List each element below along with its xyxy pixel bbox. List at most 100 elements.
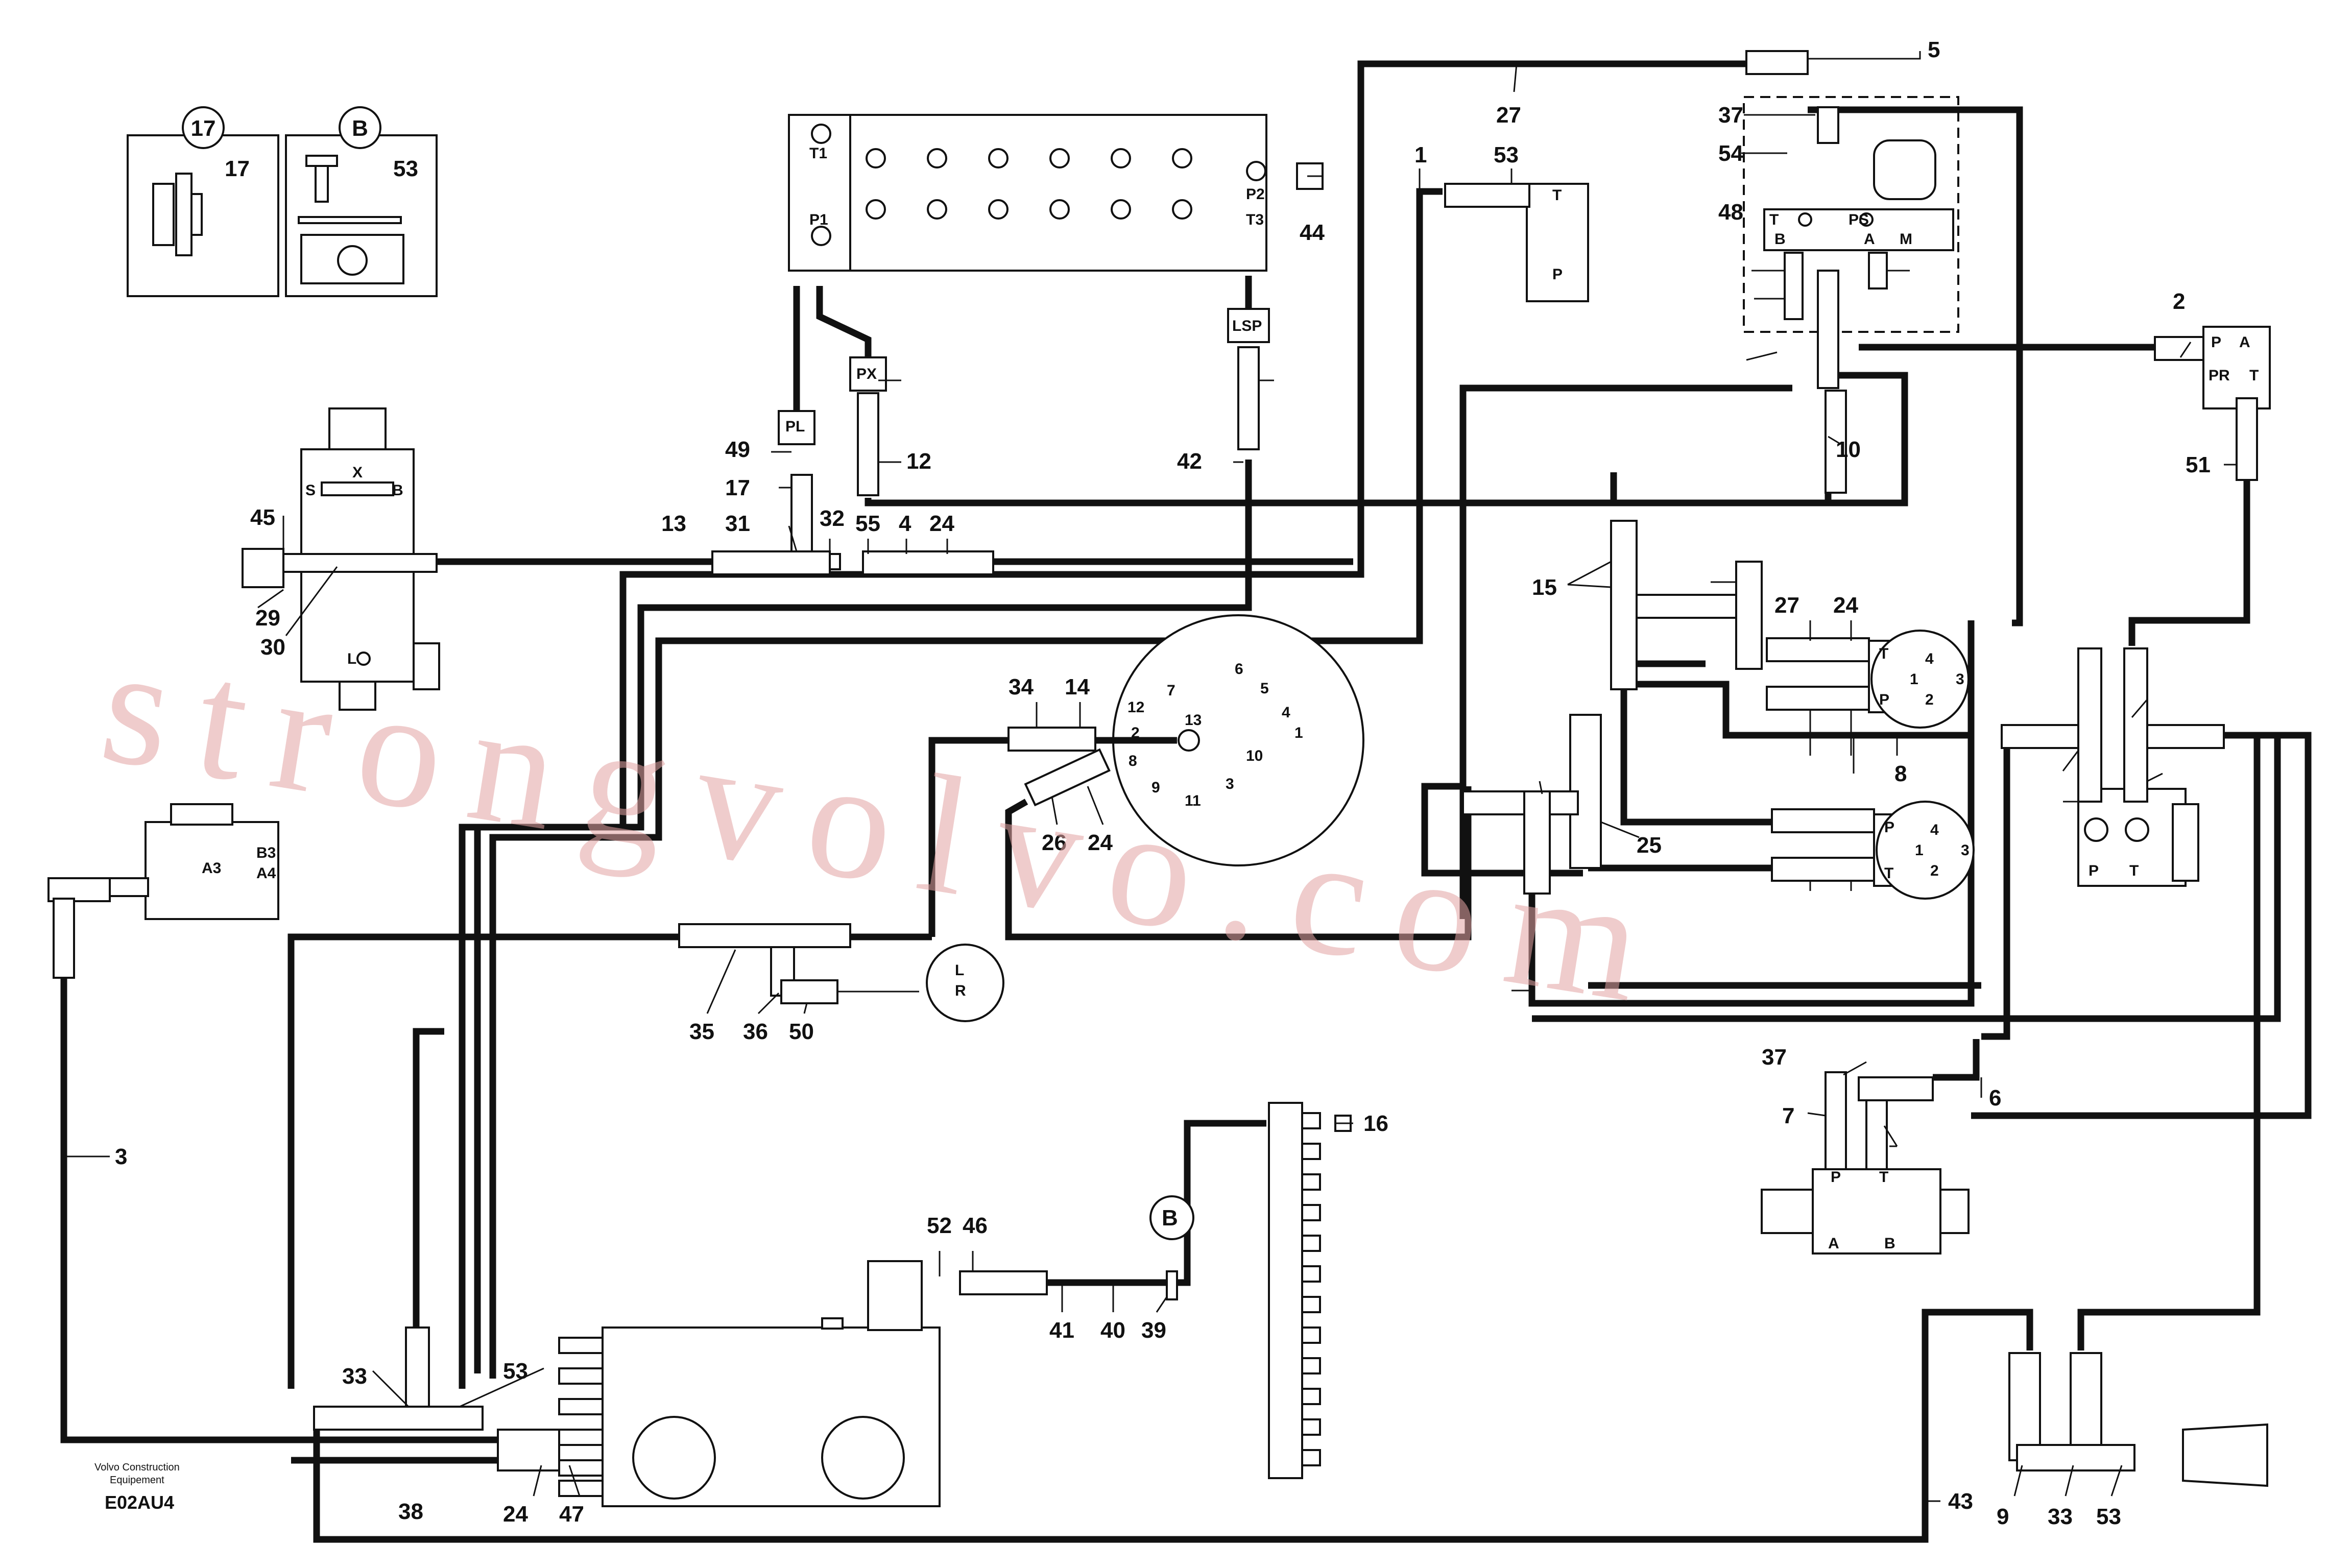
- line-12: [865, 465, 1832, 506]
- fitting-26-24: [1024, 748, 1111, 807]
- port-b: B: [392, 482, 403, 499]
- dial-9: 9: [1151, 779, 1160, 796]
- label-42: 42: [1177, 449, 1202, 474]
- label-33: 33: [342, 1364, 367, 1389]
- line-43b: [2077, 735, 2261, 1350]
- label-54: 54: [1718, 141, 1743, 166]
- gauge1-num-1: 1: [1910, 671, 1918, 688]
- label-36: 36: [743, 1019, 768, 1044]
- port-p-right: P: [2089, 862, 2099, 879]
- port-p1: P1: [809, 211, 828, 228]
- label-16: 16: [1363, 1111, 1388, 1136]
- dial-1: 1: [1294, 725, 1303, 741]
- port-pr: PR: [2209, 367, 2230, 384]
- callout-labels: 5 27 1 53 44 13 49 17 31 32 55 4 24 12 4…: [115, 37, 2211, 1529]
- port-m: M: [1900, 231, 1912, 248]
- label-43: 43: [1948, 1489, 1973, 1514]
- label-10: 10: [1836, 437, 1861, 462]
- gauge-fitting-1: [1766, 637, 1870, 662]
- fitting-33-vert: [405, 1326, 430, 1408]
- port-t-gauge2: T: [1884, 865, 1893, 882]
- diagram-code: E02AU4: [105, 1492, 174, 1513]
- port-b-block: B: [1774, 231, 1786, 248]
- valve-a3: [47, 803, 279, 979]
- port-x: X: [352, 464, 363, 481]
- label-50: 50: [789, 1019, 814, 1044]
- fitting-55-4-24: [862, 550, 994, 575]
- line-27: [459, 60, 1757, 1389]
- dial-13: 13: [1185, 712, 1202, 729]
- port-s: S: [305, 482, 316, 499]
- port-p2: P2: [1246, 186, 1265, 203]
- label-35: 35: [689, 1019, 714, 1044]
- dial-10: 10: [1246, 747, 1263, 764]
- label-53-c: 53: [2096, 1504, 2121, 1529]
- gauge1-num-3: 3: [1956, 671, 1964, 688]
- line-right-column: [1808, 106, 2023, 626]
- label-3: 3: [115, 1144, 127, 1169]
- label-48: 48: [1718, 200, 1743, 225]
- port-ps: PS: [1849, 211, 1869, 228]
- fitting-53-top: [1444, 183, 1530, 208]
- terminal-strip: [1268, 1102, 1321, 1479]
- dial-4: 4: [1282, 704, 1290, 721]
- label-1: 1: [1414, 142, 1427, 167]
- port-l-gauge: L: [955, 962, 964, 979]
- dial-center: [1178, 729, 1200, 752]
- label-47: 47: [559, 1502, 584, 1527]
- fitting-12: [857, 392, 879, 496]
- port-b-bottom: B: [1884, 1235, 1895, 1252]
- label-27: 27: [1496, 103, 1521, 128]
- detail-labels: 17 53: [225, 156, 418, 181]
- top-manifold: [788, 114, 1267, 272]
- bottom-block: [558, 1260, 941, 1507]
- line-3: [60, 978, 498, 1443]
- detail-b: B: [285, 106, 438, 297]
- dial-11: 11: [1185, 792, 1201, 809]
- port-t-gauge1: T: [1879, 645, 1888, 662]
- fitting-39: [1166, 1270, 1178, 1300]
- port-t1: T1: [809, 145, 827, 162]
- label-17: 17: [725, 475, 750, 500]
- line-gauge3: [1620, 684, 1772, 826]
- label-24-d: 24: [1088, 830, 1113, 855]
- line-15-mid: [1459, 384, 1792, 919]
- port-r-gauge: R: [955, 982, 966, 999]
- tee-33-53: [313, 1406, 484, 1431]
- line-gauge2: [1626, 681, 1971, 739]
- fitting-34-14: [1007, 727, 1096, 752]
- label-39: 39: [1141, 1318, 1166, 1343]
- watermark: strongvolvo.com: [91, 610, 1682, 1042]
- label-49: 49: [725, 437, 750, 462]
- px-line: [816, 286, 872, 357]
- valve-ab-bottom: [1761, 1071, 1970, 1255]
- port-t-right: T: [2129, 862, 2139, 879]
- leader-lines: [64, 51, 2237, 1502]
- tee-15-branch: [1636, 594, 1740, 619]
- label-52: 52: [927, 1213, 952, 1238]
- label-38: 38: [398, 1499, 423, 1524]
- tee-15-lower: [1462, 790, 1579, 815]
- left-valve: [242, 407, 440, 711]
- gauge-upper: [1868, 630, 1970, 729]
- fitting-46: [959, 1270, 1048, 1295]
- detail-17-top: 17: [225, 156, 250, 181]
- label-9: 9: [1997, 1504, 2009, 1529]
- dial-6: 6: [1235, 661, 1243, 678]
- gauge-lr: [926, 944, 1004, 1022]
- callout-b: B: [352, 116, 368, 141]
- line-43: [313, 1309, 2033, 1543]
- fitting-32: [829, 553, 841, 570]
- label-32: 32: [820, 506, 845, 531]
- gauge2-num-4: 4: [1930, 822, 1939, 838]
- port-a3: A3: [202, 860, 221, 877]
- port-labels: T1 P1 P2 T3 S X B L T P T B PS A M P A P…: [202, 145, 2259, 1252]
- label-13: 13: [661, 511, 686, 536]
- line-34: [928, 737, 1009, 937]
- fitting-15-lower: [1523, 790, 1551, 895]
- fitting-2: [2154, 336, 2204, 361]
- gauge-fitting-3: [1771, 808, 1875, 833]
- label-14: 14: [1065, 674, 1090, 699]
- label-12: 12: [906, 449, 931, 474]
